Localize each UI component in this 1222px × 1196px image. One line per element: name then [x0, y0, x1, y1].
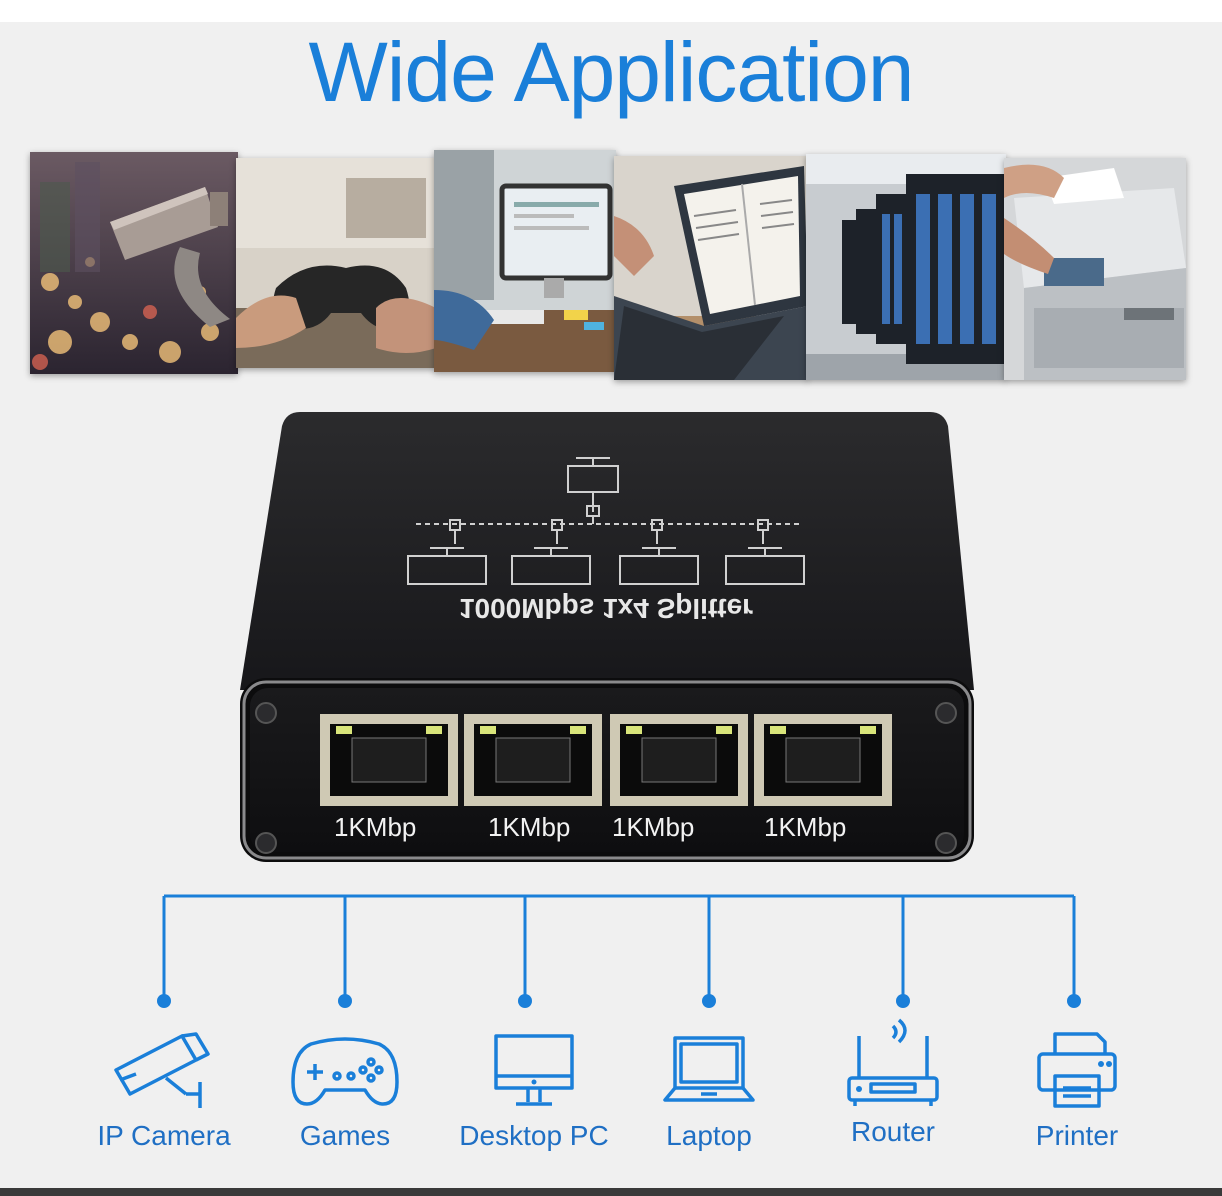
- app-item-router: Router: [808, 1018, 978, 1148]
- gamepad-icon: [291, 1037, 399, 1106]
- app-label-router: Router: [850, 1116, 936, 1147]
- printer-photo: [1004, 158, 1186, 380]
- page-title: Wide Application: [308, 25, 914, 119]
- app-item-games: Games: [260, 1030, 430, 1152]
- connector-dot: [157, 994, 171, 1008]
- port-label-4: 1KMbp: [764, 812, 847, 842]
- ip-camera-photo: [30, 152, 238, 374]
- printer-icon: [1037, 1032, 1117, 1108]
- top-margin: [0, 0, 1222, 22]
- app-label-games: Games: [299, 1120, 391, 1151]
- app-label-printer: Printer: [1035, 1120, 1119, 1151]
- app-item-laptop: Laptop: [624, 1030, 794, 1152]
- app-item-desktop-pc: Desktop PC: [449, 1030, 619, 1152]
- app-label-laptop: Laptop: [666, 1120, 752, 1151]
- bottom-border: [0, 1188, 1222, 1196]
- laptop-icon: [663, 1036, 755, 1102]
- connector-dot: [1067, 994, 1081, 1008]
- port-label-1: 1KMbp: [334, 812, 417, 842]
- game-controller-photo: [236, 158, 436, 368]
- connector-dot: [338, 994, 352, 1008]
- app-item-printer: Printer: [992, 1030, 1162, 1152]
- router-icon: [847, 1018, 939, 1106]
- app-item-ip-camera: IP Camera: [79, 1030, 249, 1152]
- app-label-ip-camera: IP Camera: [97, 1120, 231, 1151]
- device-model-label: 1000Mbps 1x4 Splitter: [458, 593, 754, 624]
- desktop-pc-photo: [434, 150, 616, 372]
- ip-camera-icon: [114, 1032, 210, 1108]
- port-label-2: 1KMbp: [488, 812, 571, 842]
- laptop-photo: [614, 156, 808, 380]
- server-room-photo: [806, 154, 1006, 380]
- splitter-device: [236, 408, 978, 862]
- application-photo-strip: [30, 148, 1186, 384]
- connector-dot: [896, 994, 910, 1008]
- connector-dot: [518, 994, 532, 1008]
- app-label-desktop-pc: Desktop PC: [459, 1120, 609, 1151]
- connector-tree: [157, 894, 1081, 1008]
- port-label-3: 1KMbp: [612, 812, 695, 842]
- desktop-pc-icon: [494, 1034, 574, 1106]
- connector-dot: [702, 994, 716, 1008]
